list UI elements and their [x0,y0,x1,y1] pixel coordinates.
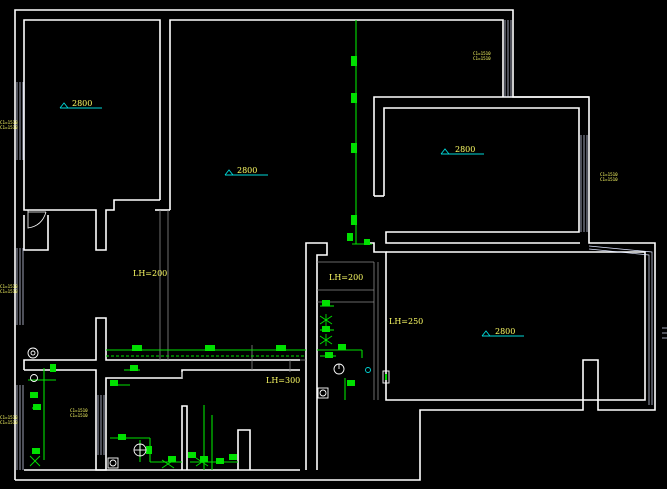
elevation-label: 2800 [495,327,515,336]
plumbing-symbols [27,314,390,469]
pipe-network [28,20,372,470]
elevation-top-left: 2800 [59,99,102,109]
meter-symbol [333,363,345,375]
pipe-height-bedroom: LH=250 [389,317,423,326]
star-symbol-utility [319,314,333,346]
window-left-lower [16,385,24,470]
window-right-lower [588,245,653,405]
window-tag: C1=1510 [0,120,18,125]
window-tag: C1=1510 [70,413,88,418]
window-left-upper [16,82,24,160]
pipe-height-bathroom: LH=300 [266,376,300,385]
window-tag: C1=1510 [0,289,18,294]
elevation-markers: 2800 2800 2800 2800 [59,99,524,337]
wall-bath-divider [181,405,188,470]
wall-room-right-upper [373,96,589,196]
wall-left-entry [23,215,49,251]
elevation-label: 2800 [237,166,257,175]
wall-right-lower-inner [386,251,646,401]
elevation-right-upper: 2800 [440,145,484,155]
drain-square-bath [107,457,119,469]
floor-drain-symbol [27,347,39,359]
window-tag: C1=1510 [0,415,18,420]
wall-utility-right [366,242,583,401]
outer-wall [14,9,656,481]
window-far-right [662,327,667,339]
wall-utility-left [305,242,328,470]
elevation-label: 2800 [72,99,92,108]
door-swing [27,210,47,229]
window-left-middle [16,248,24,325]
wall-room-top-left [23,19,161,200]
window-tag: C1=1510 [70,408,88,413]
elevation-right-lower: 2800 [481,327,524,337]
star-symbol-bath [29,455,209,469]
window-right-upper [580,135,588,232]
wall-bath-top [23,317,300,370]
window-tag: C1=1510 [600,172,618,177]
pipe-height-utility: LH=200 [329,273,363,282]
pipe-height-corridor: LH=200 [133,269,167,278]
wall-right-upper-inner [383,107,580,244]
elevation-label: 2800 [455,145,475,154]
window-top-right [504,20,512,97]
walls [14,9,656,481]
window-bath [97,395,105,455]
wall-bath-lower [24,369,300,471]
valve-symbol [30,374,38,382]
pipe-fixtures [30,56,370,464]
gauge-symbol-bath [133,443,147,457]
heater-symbol [382,370,390,384]
window-tags: C1=1510 C1=1510 C1=1510 C1=1510 C1=1510 … [0,51,618,425]
elevation-center: 2800 [224,166,268,176]
guide-lines [159,210,379,400]
window-tag: C1=1510 [473,51,491,56]
pipe-height-labels: LH=200 LH=200 LH=250 LH=300 [133,269,423,385]
window-tag: C1=1510 [600,177,618,182]
window-tag: C1=1510 [473,56,491,61]
wall-bath-right [237,429,251,470]
wall-room-center [169,19,504,210]
window-tag: C1=1510 [0,125,18,130]
window-tag: C1=1510 [0,284,18,289]
wall-top-left-lower [23,199,160,251]
windows [16,20,667,470]
window-tag: C1=1510 [0,420,18,425]
accent-symbol [365,367,371,373]
drain-square-utility [317,387,329,399]
